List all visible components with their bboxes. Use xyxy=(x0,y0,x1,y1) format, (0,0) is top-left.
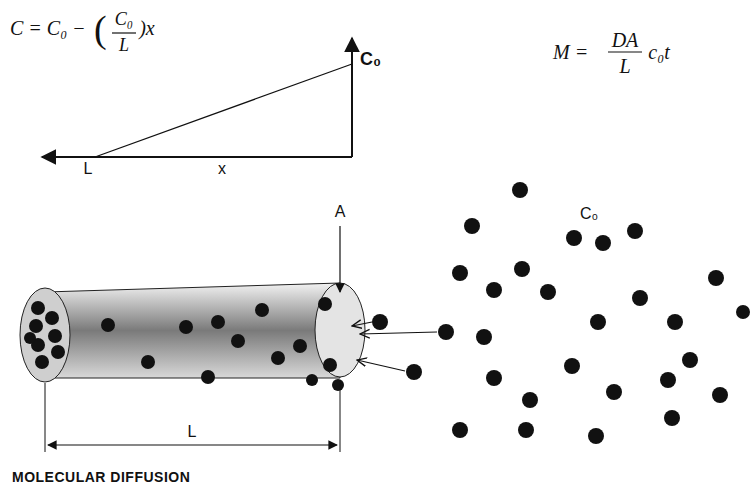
formula-numerator: DA xyxy=(612,30,639,50)
x-axis xyxy=(42,156,352,158)
formula-text: M = xyxy=(553,42,588,62)
concentration-label: C₀ xyxy=(580,206,598,222)
area-leader xyxy=(339,226,340,292)
molecules-outside xyxy=(372,182,750,444)
flux-arrow xyxy=(357,360,405,371)
axis-label: L xyxy=(84,161,93,177)
molecules xyxy=(24,297,344,391)
flux-arrow xyxy=(352,322,372,326)
c-axis xyxy=(351,38,353,157)
area-label: A xyxy=(335,204,346,220)
caption-title: MOLECULAR DIFFUSION xyxy=(12,470,190,484)
formula-paren: ( xyxy=(94,10,107,48)
fraction-bar xyxy=(112,32,136,33)
formula-numerator: C₀ xyxy=(115,10,133,28)
concentration-line xyxy=(95,64,352,157)
dimension-line xyxy=(48,444,337,445)
formula-text: C = C₀ − xyxy=(10,18,86,38)
formula-text: c₀t xyxy=(648,42,669,62)
extension-line xyxy=(45,383,46,452)
flux-arrow xyxy=(360,332,437,334)
formula-denominator: L xyxy=(619,56,630,76)
extension-line xyxy=(340,380,341,452)
length-label: L xyxy=(188,424,197,440)
axis-label: x xyxy=(218,161,226,177)
axis-label: C₀ xyxy=(360,50,381,68)
formula-text: )x xyxy=(139,18,155,38)
fraction-bar xyxy=(608,51,642,52)
tube-end xyxy=(20,288,70,382)
tube-body xyxy=(45,283,340,378)
formula-denominator: L xyxy=(119,36,129,54)
tube-opening xyxy=(315,283,365,377)
